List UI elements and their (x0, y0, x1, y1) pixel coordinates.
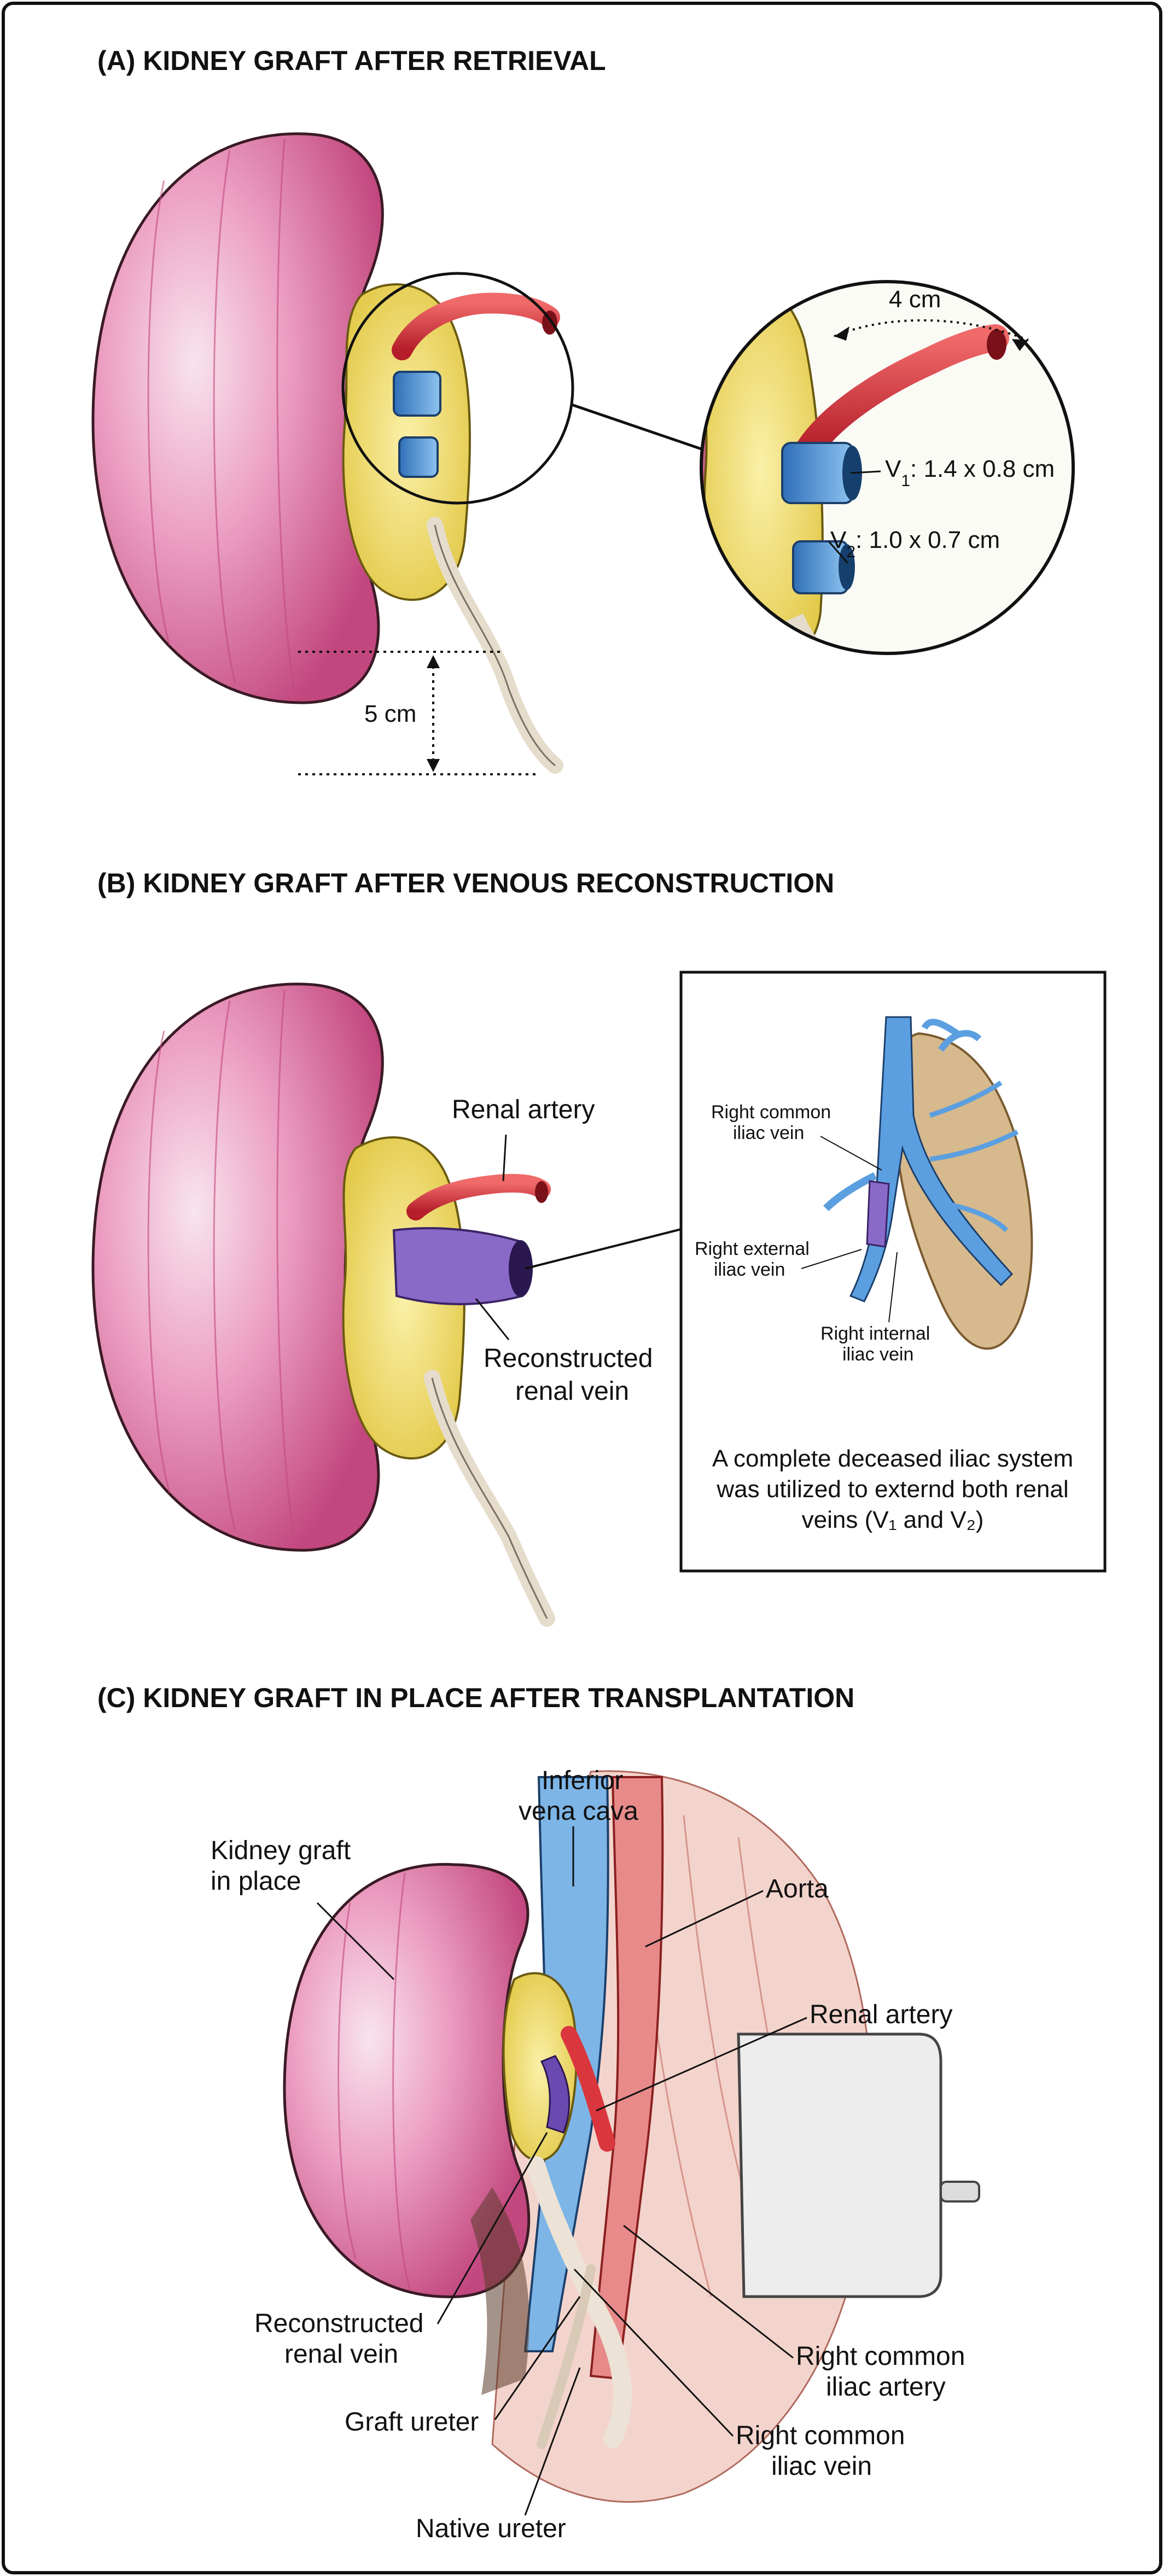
renal-artery-b (406, 1173, 551, 1220)
reconstructed-vein-c (540, 2055, 571, 2134)
renal-artery-label-c: Renal artery (810, 2000, 952, 2029)
panel-b-title: (B) KIDNEY GRAFT AFTER VENOUS RECONSTRUC… (97, 868, 834, 898)
reconstructed-vein-label-b-1: Reconstructed (484, 1344, 653, 1373)
reconstruction-patch-b (866, 1180, 890, 1248)
iliac-vein-system (849, 1016, 1014, 1302)
reconstructed-vein-label-c-2: renal vein (284, 2340, 398, 2369)
rc-iliac-vein-label-2: iliac vein (771, 2452, 872, 2481)
native-ureter-c (537, 2264, 596, 2449)
panel-c-title: (C) KIDNEY GRAFT IN PLACE AFTER TRANSPLA… (97, 1683, 854, 1713)
inset-label-right-internal-1: Right internal (820, 1323, 930, 1344)
kidney-graft-b (91, 983, 384, 1552)
v2-label: V2: 1.0 x 0.7 cm (830, 527, 1000, 561)
rc-iliac-artery-label-2: iliac artery (826, 2373, 946, 2402)
hilar-fat-c (502, 1972, 578, 2162)
kidney-graft-label-2: in place (211, 1867, 301, 1896)
magnifier-connector-a (571, 403, 703, 451)
renal-vein-v2-a (398, 436, 439, 478)
iliac-inset-b: Right common iliac vein Right external i… (679, 971, 1107, 1573)
inset-label-right-external-2: iliac vein (714, 1259, 785, 1280)
panel-b: (B) KIDNEY GRAFT AFTER VENOUS RECONSTRUC… (91, 868, 1107, 1627)
ivc-label-1: Inferior (542, 1766, 623, 1795)
kidney-graft-c (283, 1863, 531, 2298)
renal-artery-a (392, 293, 560, 360)
inset-caption-2: was utilized to externd both renal (716, 1476, 1068, 1503)
artery-length-label: 4 cm (889, 286, 941, 313)
panel-a: (A) KIDNEY GRAFT AFTER RETRIEVAL 5 cm (91, 45, 1075, 775)
renal-artery-label-b: Renal artery (452, 1095, 595, 1124)
ureter-length-label: 5 cm (364, 700, 416, 727)
reconstructed-vein-label-c-1: Reconstructed (254, 2309, 424, 2338)
aorta-label: Aorta (766, 1874, 829, 1903)
inset-label-right-external-1: Right external (695, 1239, 810, 1259)
renal-artery-c (561, 2026, 615, 2152)
zoom-inset-a: 4 cm V1: 1.4 x 0.8 cm V2: 1.0 x 0.7 cm (700, 280, 1075, 655)
inset-label-right-common-2: iliac vein (733, 1123, 804, 1143)
rc-iliac-artery-label-1: Right common (796, 2342, 965, 2371)
rc-iliac-vein-label-1: Right common (736, 2421, 905, 2450)
retractor (737, 2032, 942, 2298)
ureter-measure-a: 5 cm (298, 651, 536, 775)
magnifier-circle-a (341, 272, 574, 505)
kidney-graft-label-1: Kidney graft (211, 1836, 351, 1865)
graft-ureter-c (527, 2156, 632, 2448)
inset-caption-1: A complete deceased iliac system (712, 1445, 1073, 1472)
reconstructed-vein-label-b-2: renal vein (515, 1377, 629, 1406)
v1-label: V1: 1.4 x 0.8 cm (885, 455, 1055, 490)
kidney-graft-a (91, 132, 384, 704)
inset-label-right-common-1: Right common (711, 1102, 831, 1123)
panel-a-title: (A) KIDNEY GRAFT AFTER RETRIEVAL (97, 45, 606, 76)
panel-c: (C) KIDNEY GRAFT IN PLACE AFTER TRANSPLA… (97, 1683, 980, 2543)
renal-vein-v1-a (393, 371, 441, 417)
native-ureter-label: Native ureter (416, 2514, 566, 2543)
inset-caption-3: veins (V₁ and V₂) (802, 1506, 984, 1533)
reconstructed-vein-b (392, 1227, 524, 1305)
ivc-label-2: vena cava (519, 1797, 638, 1826)
inset-label-right-internal-2: iliac vein (842, 1344, 913, 1365)
inset-connector-b (525, 1228, 682, 1270)
graft-ureter-label: Graft ureter (345, 2408, 479, 2437)
